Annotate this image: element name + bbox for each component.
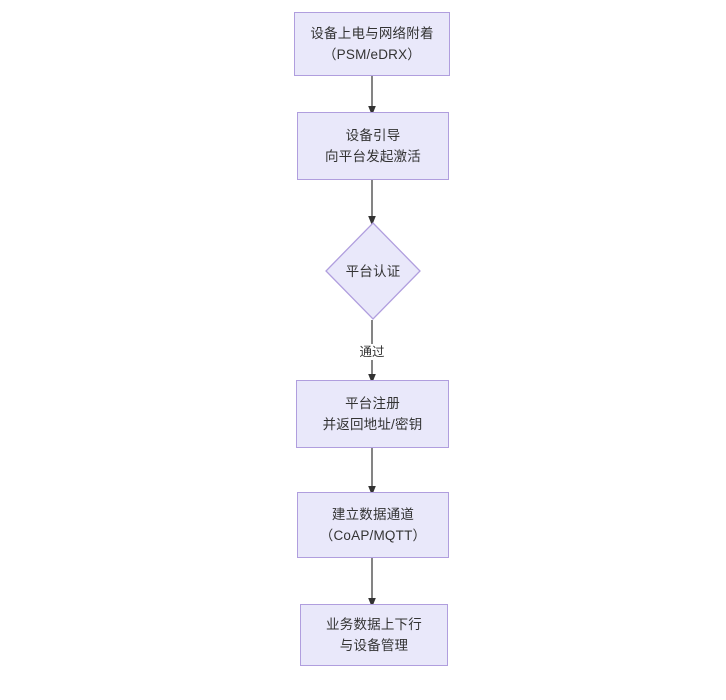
- node-business-data[interactable]: 业务数据上下行与设备管理: [300, 604, 448, 666]
- node-business-data-line-2: 与设备管理: [339, 638, 409, 653]
- node-device-bootstrap[interactable]: 设备引导向平台发起激活: [297, 112, 449, 180]
- edge-n3-n4-label: 通过: [357, 344, 387, 360]
- node-platform-auth-label: 平台认证: [345, 263, 401, 279]
- node-device-bootstrap-line-1: 设备引导: [345, 128, 401, 143]
- node-platform-register-line-1: 平台注册: [345, 396, 400, 411]
- node-device-power-on-line-1: 设备上电与网络附着: [310, 26, 434, 41]
- node-device-power-on[interactable]: 设备上电与网络附着 （PSM/eDRX）: [294, 12, 450, 76]
- node-platform-register[interactable]: 平台注册并返回地址/密钥: [296, 380, 449, 448]
- node-data-channel-line-1: 建立数据通道: [331, 507, 415, 522]
- node-platform-register-line-2: 并返回地址/密钥: [322, 417, 423, 432]
- node-device-power-on-line-2: （PSM/eDRX）: [322, 47, 422, 62]
- node-data-channel[interactable]: 建立数据通道 （CoAP/MQTT）: [297, 492, 449, 558]
- node-business-data-line-1: 业务数据上下行: [326, 617, 422, 632]
- node-data-channel-line-2: （CoAP/MQTT）: [319, 528, 427, 543]
- node-platform-auth-shape: [325, 222, 421, 320]
- node-platform-auth[interactable]: 平台认证: [325, 222, 421, 320]
- node-device-bootstrap-line-2: 向平台发起激活: [325, 149, 421, 164]
